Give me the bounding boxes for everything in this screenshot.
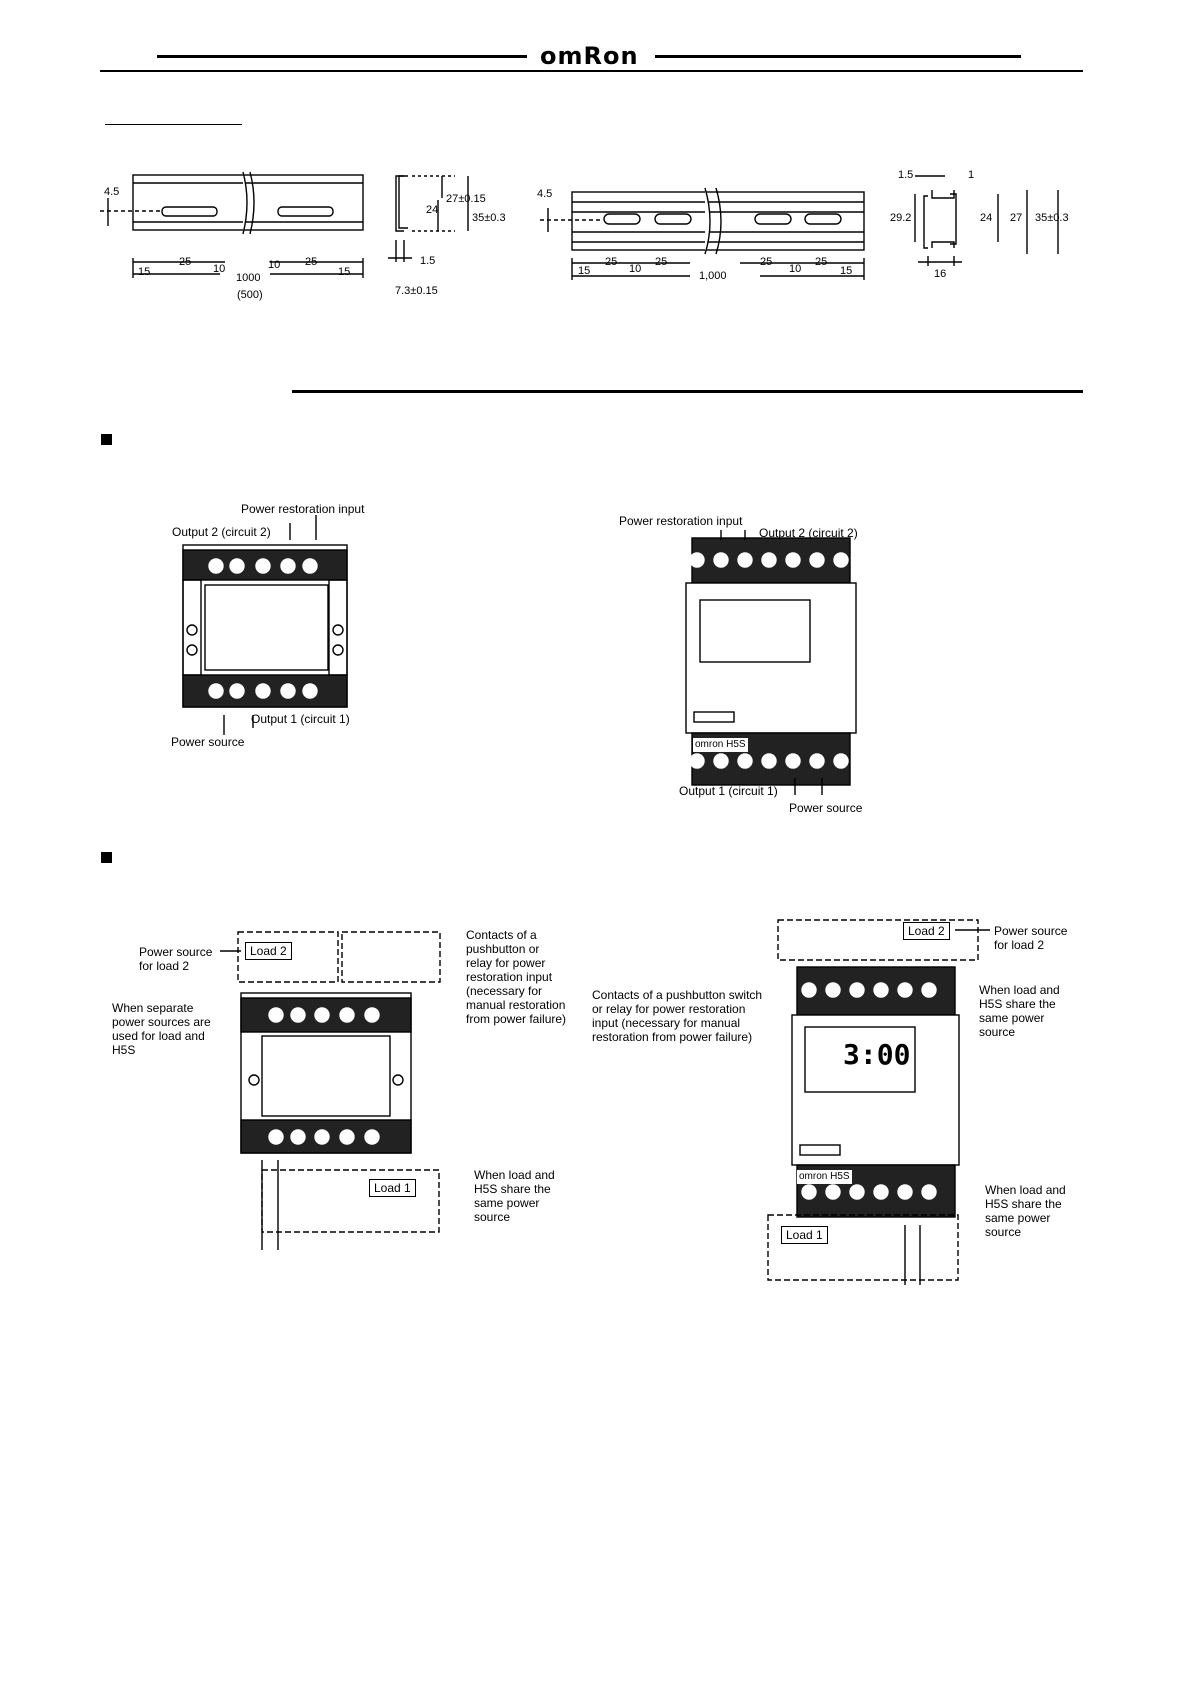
section-separator	[292, 390, 1083, 393]
right-display-time: 3:00	[843, 1038, 911, 1071]
dim-1000-right: 1,000	[699, 270, 727, 282]
left-load2-box: Load 2	[245, 942, 292, 960]
dim-7-3-left-profile: 7.3±0.15	[395, 285, 438, 297]
right-output2-label: Output 2 (circuit 2)	[759, 526, 858, 540]
dim-10-d: 10	[789, 263, 802, 275]
wiring-diagram-right	[767, 919, 990, 1285]
omron-logo: omRon	[530, 42, 649, 70]
dim-35-right-profile: 35±0.3	[1035, 212, 1069, 224]
dim-25-d: 25	[655, 256, 668, 268]
dim-4-5-left: 4.5	[104, 186, 120, 198]
dim-25-a: 25	[179, 256, 192, 268]
left-output2-label: Output 2 (circuit 2)	[172, 525, 271, 539]
right-wiring-brand-label: omron H5S	[797, 1170, 852, 1184]
wiring-diagram-left	[220, 931, 441, 1250]
left-power-restoration-label: Power restoration input	[241, 502, 365, 516]
terminal-diagram-left	[182, 515, 348, 735]
header-underline	[100, 70, 1083, 72]
dim-4-5-right: 4.5	[537, 188, 553, 200]
dim-25-f: 25	[815, 256, 828, 268]
right-load1-box: Load 1	[781, 1226, 828, 1244]
dim-10-b: 10	[268, 259, 281, 271]
dim-16-right-profile: 16	[934, 268, 947, 280]
dim-24-left-profile: 24	[426, 204, 439, 216]
right-power-source-label: Power source	[789, 801, 863, 815]
dim-1000-left: 1000	[236, 272, 261, 284]
right-load2-box: Load 2	[903, 922, 950, 940]
section-title-rule	[105, 124, 242, 125]
section-bullet-wiring	[101, 852, 112, 863]
left-separate-sources-label: When separate power sources are used for…	[112, 1001, 211, 1057]
dim-24-right-profile: 24	[980, 212, 993, 224]
left-load1-box: Load 1	[369, 1179, 416, 1197]
dim-15-a: 15	[138, 266, 151, 278]
terminal-diagram-right	[685, 530, 857, 795]
header-rule-right	[655, 55, 1021, 58]
right-power-source-load2-label: Power source for load 2	[994, 924, 1068, 952]
right-power-restoration-label: Power restoration input	[619, 514, 743, 528]
dim-15-c: 15	[578, 265, 591, 277]
rail-drawing-left	[100, 171, 1059, 280]
dim-25-b: 25	[305, 256, 318, 268]
dim-15-b: 15	[338, 266, 351, 278]
left-share-source-label: When load and H5S share the same power s…	[474, 1168, 555, 1224]
dim-1-5-left-profile: 1.5	[420, 255, 436, 267]
dim-25-c: 25	[605, 256, 618, 268]
right-contacts-label: Contacts of a pushbutton switch or relay…	[592, 988, 763, 1044]
dim-27-right-profile: 27	[1010, 212, 1023, 224]
dim-25-e: 25	[760, 256, 773, 268]
left-contacts-label: Contacts of a pushbutton or relay for po…	[466, 928, 567, 1026]
dim-27-left-profile: 27±0.15	[446, 193, 486, 205]
dim-500-left: (500)	[237, 289, 263, 301]
section-bullet-terminals	[101, 434, 112, 445]
dim-10-a: 10	[213, 263, 226, 275]
left-power-source-load2-label: Power source for load 2	[139, 945, 213, 973]
right-brand-label: omron H5S	[693, 738, 748, 752]
dim-29-2-right-profile: 29.2	[890, 212, 912, 224]
dim-10-c: 10	[629, 263, 642, 275]
right-output1-label: Output 1 (circuit 1)	[679, 784, 778, 798]
dim-15-d: 15	[840, 265, 853, 277]
left-output1-label: Output 1 (circuit 1)	[251, 712, 350, 726]
dim-1-right-profile: 1	[968, 169, 975, 181]
dim-35-left-profile: 35±0.3	[472, 212, 506, 224]
left-power-source-label: Power source	[171, 735, 245, 749]
dim-1-5-right-profile: 1.5	[898, 169, 914, 181]
right-share-source-bottom-label: When load and H5S share the same power s…	[985, 1183, 1066, 1239]
header-rule-left	[157, 55, 527, 58]
right-share-source-top-label: When load and H5S share the same power s…	[979, 983, 1060, 1039]
